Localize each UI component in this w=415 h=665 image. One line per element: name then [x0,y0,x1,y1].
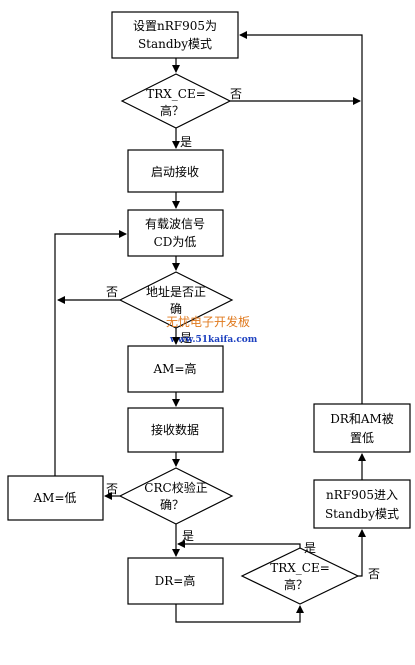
start-receive-label: 启动接收 [151,164,199,179]
enter-standby-line2: Standby模式 [325,507,399,521]
trx-ce-top-line1: TRX_CE= [146,87,206,101]
arrow-amlow-loop-to-carrier [54,230,127,476]
receive-data-box: 接收数据 [127,407,224,453]
trx-ce-bottom-no-label: 否 [368,567,380,581]
connectors [54,31,366,623]
dr-high-box: DR=高 [127,557,224,605]
address-check-decision: 地址是否正 确 [118,271,234,329]
address-check-no-label: 否 [106,285,118,299]
receive-data-label: 接收数据 [151,422,199,437]
arrow-drlow-to-top [239,31,363,404]
standby-setup-line2: Standby模式 [138,37,212,51]
crc-check-no-label: 否 [106,482,118,496]
am-low-label: AM=低 [32,491,76,505]
dr-high-label: DR=高 [155,573,196,588]
dr-am-low-line1: DR和AM被 [330,412,394,426]
address-check-line1: 地址是否正 [146,285,206,299]
trx-ce-top-no-label: 否 [230,87,242,101]
trx-ce-decision-top: TRX_CE= 高？ [120,73,232,129]
address-check-line2: 确 [170,302,182,316]
crc-check-yes-label: 是 [182,529,194,543]
am-high-box: AM=高 [127,345,224,393]
carrier-detect-line1: 有载波信号 [145,217,205,231]
carrier-detect-box: 有载波信号 CD为低 [127,209,224,257]
dr-am-low-box: DR和AM被 置低 [313,403,411,453]
enter-standby-line1: nRF905进入 [326,488,398,502]
trx-ce-decision-bottom: TRX_CE= 高？ [240,547,360,605]
carrier-detect-line2: CD为低 [154,235,197,249]
enter-standby-box: nRF905进入 Standby模式 [313,479,411,529]
start-receive-box: 启动接收 [127,149,224,193]
watermark-url: www.51kaifa.com [169,335,258,345]
arrow-trx-bottom-yes-loop [177,540,301,548]
dr-am-low-line2: 置低 [350,431,374,445]
am-low-box: AM=低 [7,475,104,521]
crc-check-decision: CRC校验正 确？ [118,467,234,525]
crc-check-line2: 确？ [160,498,184,512]
watermark-title: 无忧电子开发板 [166,314,250,329]
arrow-drhigh-to-trx-bottom [175,604,304,623]
trx-ce-top-line2: 高？ [160,103,184,118]
address-check-yes-label: 是 [180,331,192,345]
arrow-trx-bottom-no [358,529,366,577]
trx-ce-bottom-line2: 高？ [284,577,308,592]
am-high-label: AM=高 [152,361,196,376]
trx-ce-bottom-line1: TRX_CE= [270,561,330,575]
trx-ce-top-yes-label: 是 [180,135,192,149]
trx-ce-bottom-yes-label: 是 [304,541,316,555]
standby-setup-line1: 设置nRF905为 [133,19,217,33]
crc-check-line1: CRC校验正 [144,480,207,495]
standby-setup-box: 设置nRF905为 Standby模式 [111,11,239,59]
